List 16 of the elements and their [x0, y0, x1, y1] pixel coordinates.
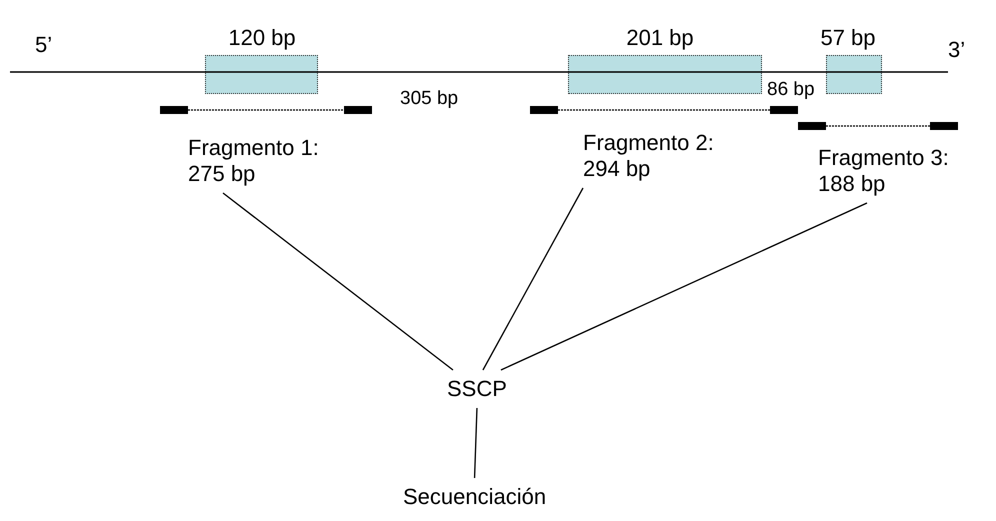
size-label: 86 bp	[767, 78, 815, 102]
end-label: 3’	[948, 37, 966, 63]
end-label: 5’	[35, 32, 52, 58]
connector-line	[482, 188, 584, 370]
fragment-label: Fragmento 1: 275 bp	[188, 135, 328, 187]
step-label: Secuenciación	[403, 484, 546, 510]
size-label: 120 bp	[228, 25, 296, 51]
connector-line	[222, 192, 454, 371]
size-label: 305 bp	[400, 87, 458, 111]
size-label: 57 bp	[820, 25, 876, 51]
connector-line	[500, 202, 868, 371]
fragment-label: Fragmento 2: 294 bp	[583, 130, 723, 182]
connector-line	[474, 408, 478, 478]
size-label: 201 bp	[626, 25, 694, 51]
fragment-label: Fragmento 3: 188 bp	[818, 145, 958, 197]
step-label: SSCP	[447, 376, 507, 402]
